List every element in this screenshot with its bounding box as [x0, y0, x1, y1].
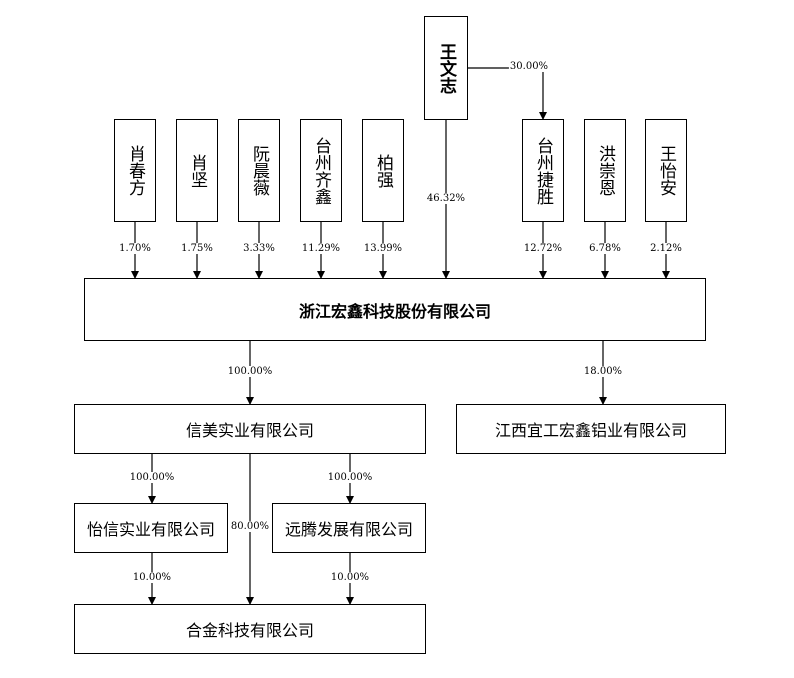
node-ruan-chenwei: 阮晨薇: [238, 119, 280, 222]
node-xiao-chunfang: 肖春方: [114, 119, 156, 222]
pct-wang-wenzhi: 46.32%: [425, 193, 467, 204]
node-zhejiang-hongxin: 浙江宏鑫科技股份有限公司: [84, 278, 706, 341]
node-yuanteng: 远腾发展有限公司: [272, 503, 426, 553]
node-hong-chongen: 洪崇恩: [584, 119, 626, 222]
pct-ruan-chenwei: 3.33%: [242, 243, 276, 254]
pct-wang-to-jiesheng: 30.00%: [508, 61, 550, 72]
pct-yuanteng-to-hejin: 10.00%: [329, 572, 371, 583]
node-bai-qiang: 柏强: [362, 119, 404, 222]
pct-to-jiangxi: 18.00%: [582, 366, 624, 377]
node-xiao-jian: 肖坚: [176, 119, 218, 222]
pct-xinmei-to-yuanteng: 100.00%: [326, 472, 374, 483]
node-wang-wenzhi: 王文志: [424, 16, 468, 120]
pct-xiao-chunfang: 1.70%: [118, 243, 152, 254]
pct-to-xinmei: 100.00%: [226, 366, 274, 377]
pct-xinmei-to-hejin: 80.00%: [229, 521, 271, 532]
pct-wang-yian: 2.12%: [649, 243, 683, 254]
pct-xinmei-to-yixin: 100.00%: [128, 472, 176, 483]
node-xinmei: 信美实业有限公司: [74, 404, 426, 454]
node-taizhou-jiesheng: 台州捷胜: [522, 119, 564, 222]
node-yixin: 怡信实业有限公司: [74, 503, 228, 553]
node-jiangxi-yigong: 江西宜工宏鑫铝业有限公司: [456, 404, 726, 454]
pct-bai-qiang: 13.99%: [362, 243, 404, 254]
pct-taizhou-jiesheng: 12.72%: [522, 243, 564, 254]
pct-taizhou-qixin: 11.29%: [300, 243, 342, 254]
node-wang-yian: 王怡安: [645, 119, 687, 222]
pct-yixin-to-hejin: 10.00%: [131, 572, 173, 583]
node-hejin: 合金科技有限公司: [74, 604, 426, 654]
pct-hong-chongen: 6.78%: [588, 243, 622, 254]
pct-xiao-jian: 1.75%: [180, 243, 214, 254]
node-taizhou-qixin: 台州齐鑫: [300, 119, 342, 222]
edge-wang-to-jiesheng: [468, 67, 547, 120]
